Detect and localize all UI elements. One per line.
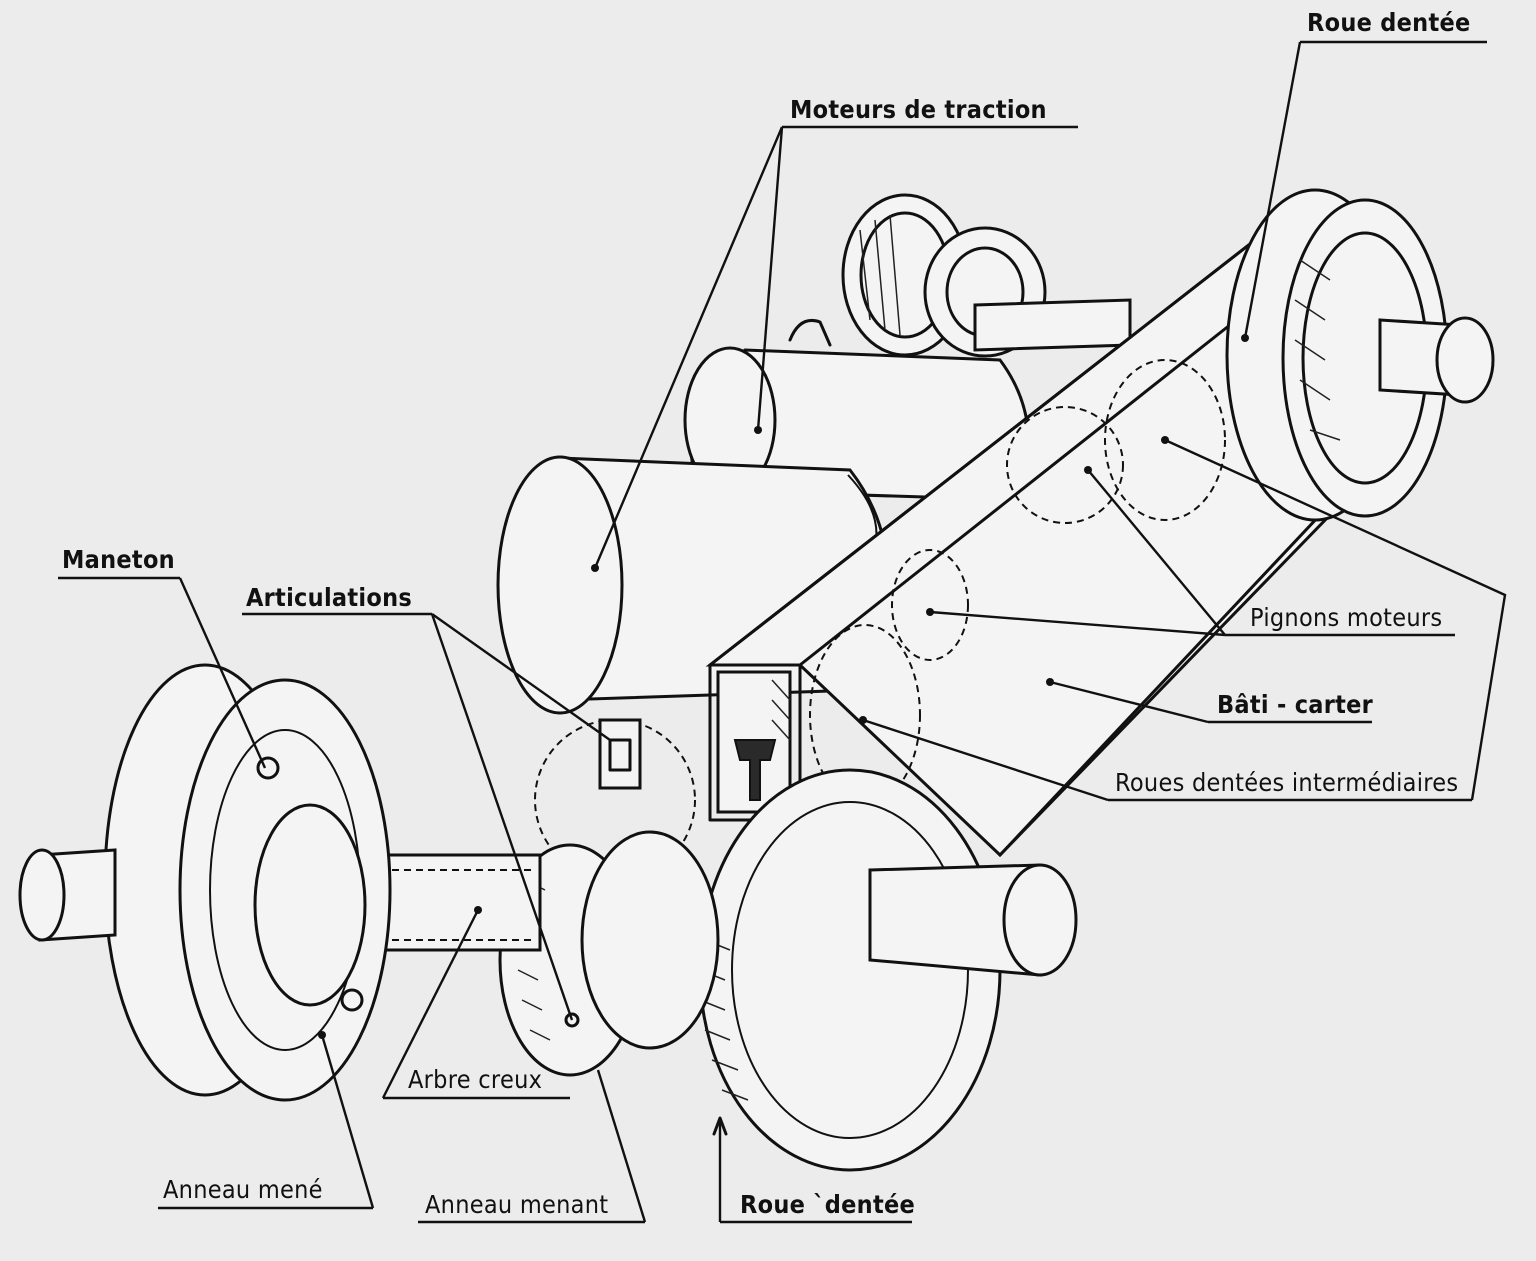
label-moteurs-de-traction: Moteurs de traction [790, 95, 1047, 124]
front-gear-wheel [698, 768, 1078, 1172]
label-anneau-menant: Anneau menant [425, 1190, 609, 1219]
rear-axle [973, 298, 1132, 352]
front-traction-motor [496, 455, 890, 715]
label-articulations: Articulations [246, 583, 413, 612]
label-roue-dentee-bottom: Roue `dentée [740, 1190, 916, 1219]
label-arbre-creux: Arbre creux [408, 1065, 543, 1094]
label-anneau-mene: Anneau mené [163, 1175, 323, 1204]
label-bati-carter: Bâti - carter [1217, 690, 1374, 719]
driving-ring [498, 718, 720, 1077]
left-drive-wheel [18, 663, 392, 1102]
label-roues-dentees-intermediaires: Roues dentées intermédiaires [1115, 768, 1459, 797]
leader-lines [58, 40, 1507, 1224]
label-roue-dentee-top: Roue dentée [1307, 8, 1471, 37]
label-maneton: Maneton [62, 545, 175, 574]
label-pignons-moteurs: Pignons moteurs [1250, 603, 1443, 632]
rear-gear-wheel [1225, 188, 1495, 522]
